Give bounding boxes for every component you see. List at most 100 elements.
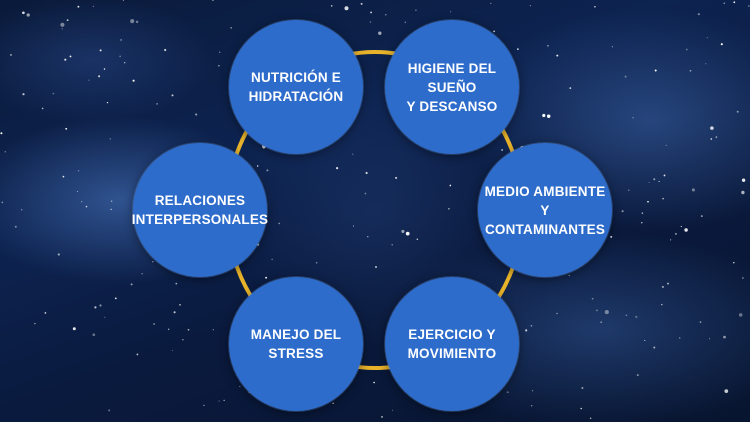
star <box>556 54 559 57</box>
star <box>99 304 102 307</box>
star <box>114 297 117 300</box>
star <box>674 232 677 235</box>
star <box>153 323 155 325</box>
star <box>65 127 68 130</box>
star <box>450 11 452 13</box>
star <box>632 117 634 119</box>
node-label: EJERCICIO Y MOVIMIENTO <box>407 327 497 361</box>
star <box>580 407 582 410</box>
star <box>218 400 220 402</box>
star <box>733 262 735 264</box>
star <box>69 55 72 58</box>
star <box>525 329 528 332</box>
star <box>591 297 594 300</box>
star <box>715 136 718 138</box>
star <box>10 54 12 56</box>
star <box>130 283 133 286</box>
star <box>88 79 90 81</box>
star <box>98 75 101 78</box>
star <box>556 312 558 315</box>
star <box>110 208 112 210</box>
star <box>171 94 174 97</box>
star <box>697 13 700 16</box>
star <box>330 5 333 7</box>
star <box>604 310 609 315</box>
star <box>706 37 708 39</box>
star <box>41 107 44 110</box>
star <box>152 261 154 263</box>
star <box>529 5 531 7</box>
star <box>239 385 241 388</box>
star <box>14 225 17 228</box>
star <box>546 44 549 47</box>
star <box>81 201 83 203</box>
star <box>653 178 656 181</box>
star <box>448 207 450 210</box>
star <box>187 328 190 331</box>
star <box>724 389 729 393</box>
star <box>44 312 47 314</box>
star <box>212 329 214 331</box>
star <box>685 48 688 51</box>
star <box>257 165 259 167</box>
star <box>4 151 7 153</box>
star <box>531 405 533 407</box>
star <box>596 309 598 312</box>
star <box>94 306 97 309</box>
star <box>195 113 198 116</box>
node-label: RELACIONES INTERPERSONALES <box>131 193 269 227</box>
star <box>661 285 664 288</box>
star <box>658 180 660 182</box>
star <box>581 387 584 389</box>
star <box>332 402 334 405</box>
star <box>64 58 67 61</box>
star <box>720 43 723 46</box>
node-label: HIGIENE DEL SUEÑO Y DESCANSO <box>406 60 498 114</box>
star <box>373 381 375 384</box>
star <box>104 316 106 318</box>
star <box>621 210 624 213</box>
star <box>678 337 681 339</box>
star <box>124 62 126 64</box>
star <box>278 222 280 225</box>
star <box>77 170 80 172</box>
star <box>653 346 656 349</box>
star <box>378 31 382 35</box>
star <box>179 304 181 306</box>
star <box>517 48 519 50</box>
star <box>647 200 649 203</box>
star <box>405 231 410 236</box>
star <box>736 110 739 113</box>
star <box>344 6 349 11</box>
star <box>203 404 205 407</box>
star <box>741 277 744 279</box>
node-relaciones: RELACIONES INTERPERSONALES <box>132 143 268 277</box>
star <box>77 5 80 8</box>
star <box>365 171 368 175</box>
star <box>99 49 102 52</box>
star <box>710 126 714 130</box>
star <box>20 208 23 211</box>
star <box>218 65 220 67</box>
node-ejercicio: EJERCICIO Y MOVIMIENTO <box>385 277 519 411</box>
star <box>141 273 143 275</box>
star <box>1 201 4 204</box>
star <box>532 390 534 392</box>
star <box>119 55 121 58</box>
star <box>156 103 158 105</box>
star <box>230 27 232 29</box>
star <box>594 5 596 8</box>
star <box>635 315 638 318</box>
star <box>624 75 627 78</box>
star <box>135 20 139 24</box>
star <box>367 236 369 238</box>
star <box>501 149 503 151</box>
node-label: MANEJO DEL STRESS <box>250 327 342 361</box>
star <box>741 178 746 182</box>
star <box>705 63 707 65</box>
star <box>22 93 25 96</box>
star <box>641 222 643 224</box>
star <box>92 5 94 7</box>
star <box>663 174 666 177</box>
